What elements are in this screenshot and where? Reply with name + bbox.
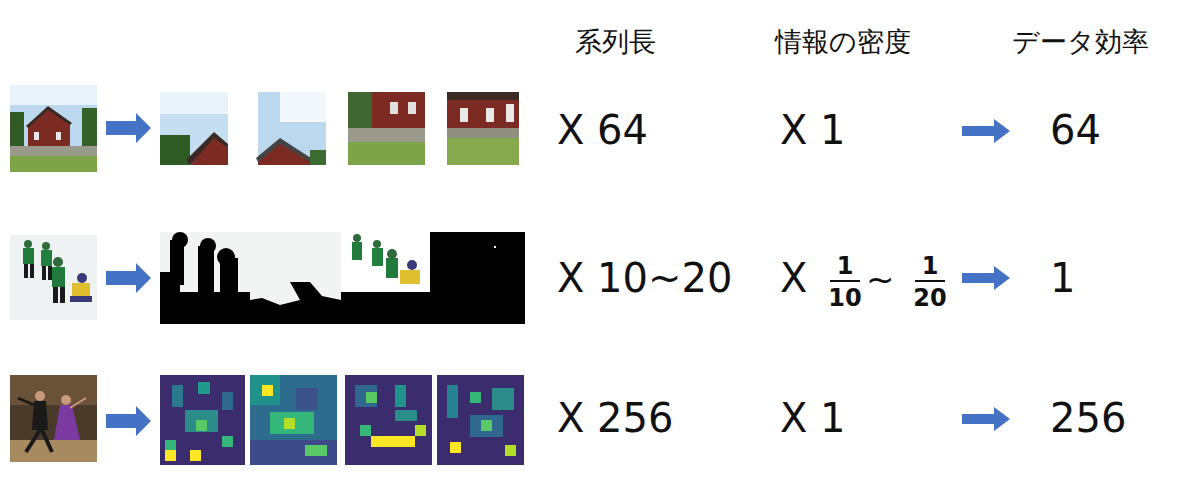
attention-maps [160,375,524,465]
column-header: 情報の密度 [775,28,911,55]
fraction-numerator: 1 [915,254,945,278]
data-efficiency: 64 [1050,110,1101,150]
segmentation-masks [160,232,525,324]
fraction-numerator: 1 [830,254,860,278]
sequence-length: X 10~20 [557,258,732,298]
dance-photo [10,375,97,462]
house-photo [10,85,97,172]
fraction-denominator: 20 [910,286,950,310]
sequence-length: X 64 [557,110,648,150]
block-arrows [106,113,1010,436]
density-factor: X 1 [780,110,846,150]
column-header: データ効率 [1012,28,1149,55]
data-efficiency: 256 [1050,398,1126,438]
density-factor: X 1 [780,398,846,438]
column-header: 系列長 [575,28,656,55]
tilde: ~ [866,262,895,296]
data-efficiency: 1 [1050,258,1075,298]
fraction-denominator: 10 [825,286,865,310]
hockey-photo [10,235,97,320]
sequence-length: X 256 [557,398,673,438]
density-factor: X [780,258,807,298]
house-crops [160,92,519,165]
